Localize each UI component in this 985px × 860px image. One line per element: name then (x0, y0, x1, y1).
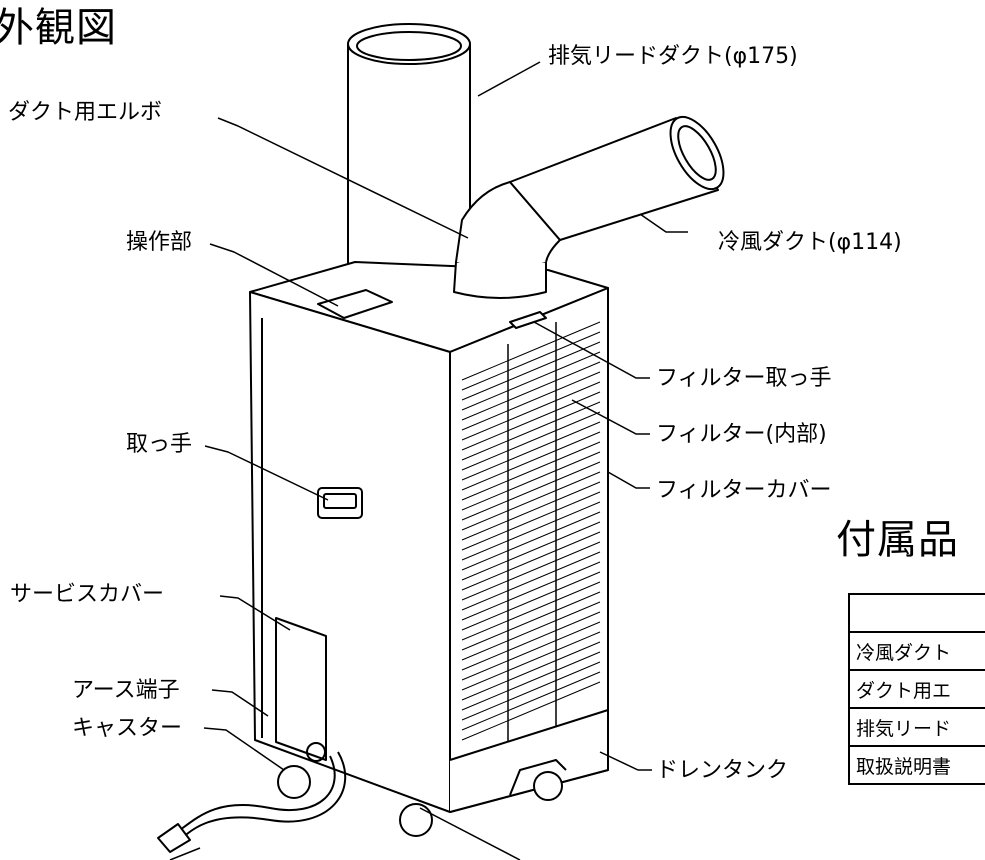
table-row: 排気リード (848, 707, 985, 747)
callout-caster: キャスター (72, 716, 183, 741)
callout-exhaust-duct: 排気リードダクト(φ175) (548, 44, 798, 69)
callout-duct-elbow: ダクト用エルボ (8, 100, 163, 125)
exhaust-duct-drawing (347, 23, 471, 280)
figure-title: 外観図 (0, 5, 117, 51)
callout-service-cover: サービスカバー (10, 582, 165, 607)
table-row (848, 593, 985, 633)
callout-filter-inside: フィルター(内部) (656, 422, 827, 447)
table-header-cell (848, 593, 985, 633)
accessories-title: 付属品 (836, 517, 959, 563)
table-row: 取扱説明書 (848, 745, 985, 785)
table-row: 冷風ダクト (848, 631, 985, 671)
table-cell: 排気リード (848, 707, 985, 747)
callout-control-panel: 操作部 (126, 230, 193, 255)
table-cell: 冷風ダクト (848, 631, 985, 671)
accessory-table: 冷風ダクト ダクト用エ 排気リード 取扱説明書 (848, 593, 985, 785)
callout-cold-air-duct: 冷風ダクト(φ114) (718, 230, 902, 255)
callout-drain-tank: ドレンタンク (656, 758, 789, 783)
callout-filter-handle: フィルター取っ手 (656, 366, 832, 391)
callout-handle: 取っ手 (126, 432, 193, 457)
callout-filter-cover: フィルターカバー (656, 478, 832, 503)
unit-body-drawing (157, 261, 609, 853)
cold-air-duct-drawing (453, 115, 725, 299)
table-row: ダクト用エ (848, 669, 985, 709)
table-cell: 取扱説明書 (848, 745, 985, 785)
callout-earth-terminal: アース端子 (72, 678, 180, 703)
table-cell: ダクト用エ (848, 669, 985, 709)
